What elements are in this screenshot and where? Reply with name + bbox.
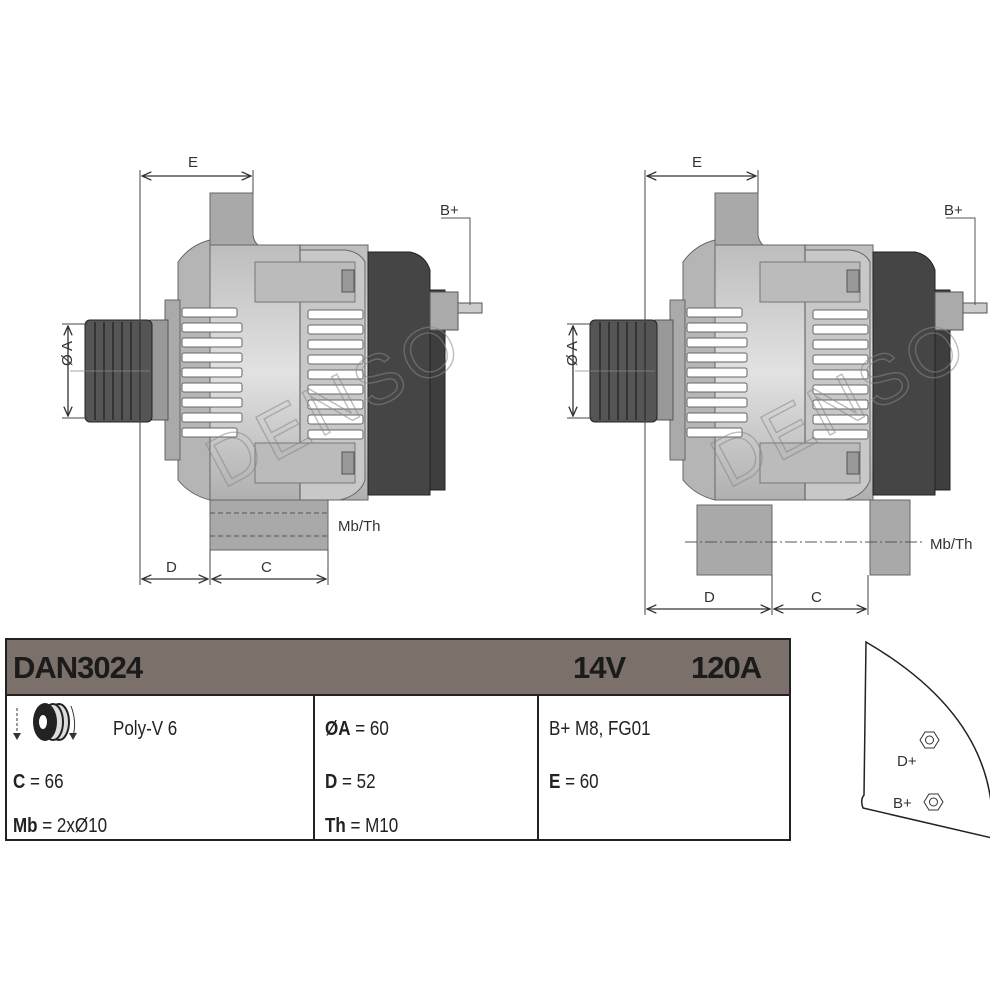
dim-c-label: C: [261, 559, 272, 576]
left-alternator-view: E Ø A D C B+ Mb/Th: [59, 154, 482, 585]
part-number: DAN3024: [13, 650, 143, 685]
voltage: 14V: [573, 650, 626, 685]
spec-column-1: Poly-V 6 C = 66 Mb = 2xØ10: [7, 696, 313, 839]
spec-table: DAN3024 14V 120A Poly-V 6 C = 66 Mb = 2x…: [5, 638, 791, 841]
mount-label: Mb/Th: [338, 518, 381, 535]
right-alternator-view: E Ø A D C B+ Mb/Th: [564, 154, 987, 615]
dim-e-label: E: [188, 154, 198, 171]
spec-e: E = 60: [549, 771, 599, 793]
dim-d-label: D: [704, 589, 715, 606]
current: 120A: [691, 650, 762, 685]
dim-d-label: D: [166, 559, 177, 576]
dim-c-label: C: [811, 589, 822, 606]
spec-column-2: ØA = 60 D = 52 Th = M10: [313, 696, 539, 839]
spec-terminal: B+ M8, FG01: [549, 718, 651, 740]
spec-header: DAN3024 14V 120A: [7, 640, 789, 696]
spec-mb: Mb = 2xØ10: [13, 815, 108, 837]
b-plus-label: B+: [893, 795, 912, 812]
spec-th: Th = M10: [325, 815, 399, 837]
b-plus-label: B+: [440, 202, 459, 219]
d-plus-label: D+: [897, 753, 917, 770]
mounting-lug: [209, 499, 329, 551]
mounting-lug-rear: [869, 499, 911, 576]
b-plus-label: B+: [944, 202, 963, 219]
d-plus-nut-icon: [919, 731, 940, 749]
connector-view: D+ B+: [860, 640, 990, 839]
pulley-type: Poly-V 6: [113, 718, 178, 740]
spec-d: D = 52: [325, 771, 376, 793]
dim-a-label: Ø A: [564, 341, 581, 366]
pulley-icon: [13, 703, 77, 741]
b-plus-nut-icon: [923, 793, 944, 811]
spec-c: C = 66: [13, 771, 64, 793]
spec-a: ØA = 60: [325, 718, 389, 740]
mounting-lug-front: [696, 504, 773, 576]
alternator-drawings: DENSO E Ø A D C B+ Mb/Th E Ø A D C B+ Mb…: [59, 154, 1000, 615]
dim-a-label: Ø A: [59, 341, 76, 366]
spec-column-3: B+ M8, FG01 E = 60: [537, 696, 789, 839]
mount-label: Mb/Th: [930, 536, 973, 553]
dim-e-label: E: [692, 154, 702, 171]
